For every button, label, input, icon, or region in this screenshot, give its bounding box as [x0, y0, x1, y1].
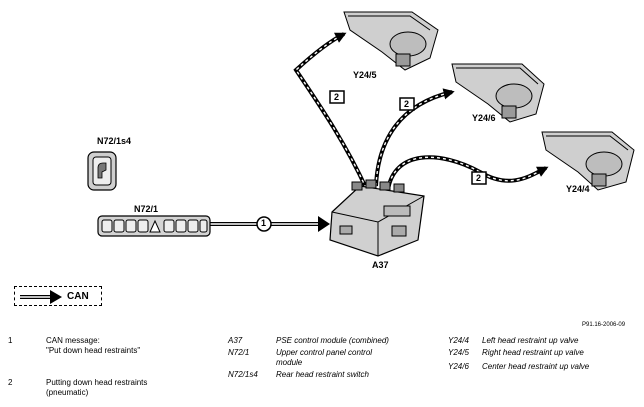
marker-pneumatic-2-a: [329, 90, 345, 104]
marker-2a-label: 2: [334, 92, 340, 102]
head-restraint-valve-y246: [451, 63, 545, 123]
legend-item-2-text: Putting down head restraints (pneumatic): [46, 378, 148, 397]
rear-head-restraint-switch-n721s4: [87, 151, 117, 191]
marker-can-1: [256, 216, 272, 232]
legend-a37-code: A37: [228, 336, 243, 345]
label-y244: Y24/4: [566, 184, 590, 194]
drawing-code: P91.16-2006-09: [582, 322, 626, 328]
legend-a37-text: PSE control module (combined): [276, 336, 389, 345]
legend-item-2-num: 2: [8, 378, 13, 387]
marker-2b-label: 2: [404, 99, 410, 109]
legend-y245-code: Y24/5: [448, 348, 469, 357]
legend-item-1-num: 1: [8, 336, 13, 345]
label-y246: Y24/6: [472, 113, 496, 123]
label-n721s4: N72/1s4: [97, 136, 132, 146]
legend-n721-code: N72/1: [228, 348, 250, 357]
pneumatic-line-to-y245: [293, 32, 368, 189]
legend-y246-code: Y24/6: [448, 362, 469, 371]
legend-y244-code: Y24/4: [448, 336, 469, 345]
pneumatic-line-to-y244: [386, 155, 549, 191]
marker-2c-label: 2: [476, 173, 482, 183]
legend-y244-text: Left head restraint up valve: [482, 336, 579, 345]
label-n721: N72/1: [134, 204, 159, 214]
marker-1-label: 1: [261, 218, 267, 228]
legend-n721s4-code: N72/1s4: [228, 370, 258, 379]
marker-pneumatic-2-c: [471, 171, 487, 185]
legend-y246-text: Center head restraint up valve: [482, 362, 590, 371]
legend-y245-text: Right head restraint up valve: [482, 348, 584, 357]
label-a37: A37: [372, 260, 389, 270]
label-y245: Y24/5: [353, 70, 377, 80]
pneumatic-line-to-y246: [374, 88, 455, 187]
head-restraint-valve-y245: [343, 11, 439, 71]
can-legend-arrow: [20, 290, 62, 304]
head-restraint-valve-y244: [541, 131, 635, 191]
legend-item-1-text: CAN message: "Put down head restraints": [46, 336, 141, 355]
can-legend-text: CAN: [67, 291, 89, 302]
can-legend-box: CAN: [14, 286, 102, 306]
upper-control-panel-n721: [97, 215, 211, 237]
pse-control-module-a37: [329, 179, 425, 257]
legend-n721s4-text: Rear head restraint switch: [276, 370, 369, 379]
legend-n721-text: Upper control panel control module: [276, 348, 373, 367]
marker-pneumatic-2-b: [399, 97, 415, 111]
